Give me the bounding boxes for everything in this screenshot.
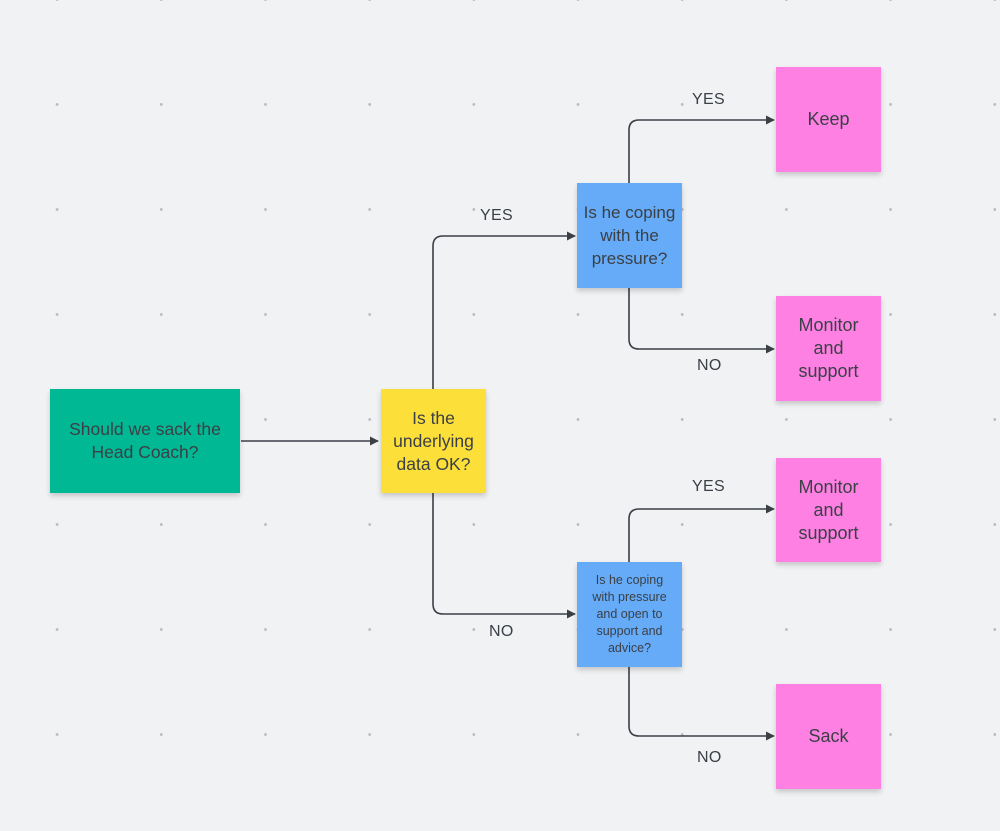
edge-label-coping-open-yes: YES (692, 478, 725, 495)
sticky-note-monitor-1[interactable]: Monitor and support (776, 296, 881, 401)
connector-coping-to-monitor-no[interactable] (628, 288, 775, 354)
sticky-note-monitor-2-text: Monitor and support (798, 476, 859, 543)
sticky-note-coping-open[interactable]: Is he coping with pressure and open to s… (577, 562, 682, 667)
edge-label-coping-yes: YES (692, 91, 725, 108)
connector-coping-open-to-monitor-yes[interactable] (628, 504, 775, 562)
sticky-note-root[interactable]: Should we sack the Head Coach? (50, 389, 240, 493)
sticky-note-data-ok-text: Is the underlying data OK? (393, 407, 474, 474)
sticky-note-coping-text: Is he coping with the pressure? (583, 203, 676, 268)
sticky-note-keep[interactable]: Keep (776, 67, 881, 172)
connector-data-to-coping-open-no[interactable] (432, 493, 576, 619)
sticky-note-sack[interactable]: Sack (776, 684, 881, 789)
edge-label-data-no: NO (489, 623, 514, 640)
edge-label-data-yes: YES (480, 207, 513, 224)
sticky-note-coping[interactable]: Is he coping with the pressure? (577, 183, 682, 288)
sticky-note-monitor-1-text: Monitor and support (798, 315, 859, 381)
sticky-note-monitor-2[interactable]: Monitor and support (776, 458, 881, 562)
sticky-note-data-ok[interactable]: Is the underlying data OK? (381, 389, 486, 493)
sticky-note-keep-text: Keep (807, 109, 850, 129)
sticky-note-coping-open-text: Is he coping with pressure and open to s… (592, 573, 667, 655)
connector-coping-to-keep-yes[interactable] (628, 115, 775, 183)
edge-label-coping-open-no: NO (697, 749, 722, 766)
edge-label-coping-no: NO (697, 357, 722, 374)
sticky-note-root-text: Should we sack the Head Coach? (69, 419, 221, 462)
sticky-note-sack-text: Sack (808, 726, 849, 746)
connector-coping-open-to-sack-no[interactable] (628, 667, 775, 741)
connector-data-to-coping-yes[interactable] (432, 231, 576, 390)
